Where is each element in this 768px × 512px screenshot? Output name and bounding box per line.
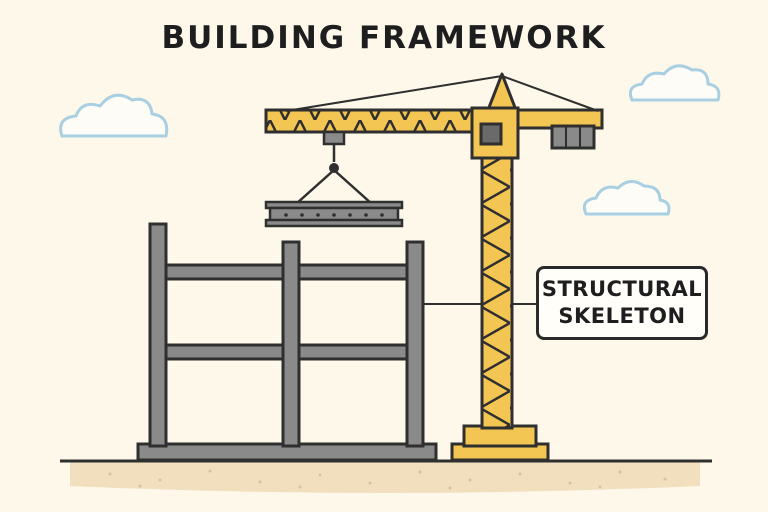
callout-line-2: SKELETON <box>558 304 686 328</box>
tower-crane <box>264 72 604 462</box>
cloud-left <box>59 93 169 138</box>
crane-cab-window <box>479 122 503 146</box>
column-middle <box>281 240 301 448</box>
column-right <box>405 240 425 448</box>
suspended-steel-beam <box>264 200 404 228</box>
frame-columns <box>148 222 425 448</box>
crane-counterweight <box>550 124 596 150</box>
cloud-right-top <box>628 64 721 102</box>
callout-line-1: STRUCTURAL <box>541 277 703 301</box>
crane-hook <box>329 163 339 173</box>
page-title: BUILDING FRAMEWORK <box>161 20 607 56</box>
cloud-right-mid <box>582 180 671 216</box>
ground <box>60 459 712 493</box>
structural-skeleton-callout: STRUCTURAL SKELETON <box>536 266 708 340</box>
crane-trolley <box>322 130 346 146</box>
column-left <box>148 222 168 448</box>
